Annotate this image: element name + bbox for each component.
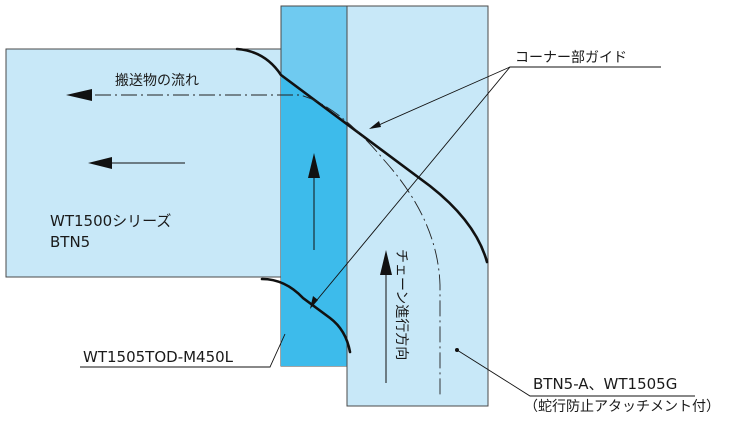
leader-corner-guide-2-tip <box>310 296 318 309</box>
label-chain-direction: チェーン進行方向 <box>393 249 409 360</box>
transfer-arrowhead <box>308 153 320 178</box>
leader-corner-guide-2 <box>311 66 511 307</box>
label-series-line1: WT1500シリーズ <box>50 212 171 230</box>
label-model-btn5a: BTN5-A、WT1505G <box>533 375 677 393</box>
label-model-btn5a-note: （蛇行防止アタッチメント付） <box>524 399 720 415</box>
flow-arrowhead-left <box>66 89 92 101</box>
left-conveyor-arrowhead <box>88 157 112 169</box>
label-flow: 搬送物の流れ <box>115 73 199 89</box>
label-model-tod: WT1505TOD-M450L <box>83 348 234 366</box>
label-series-line2: BTN5 <box>50 233 90 251</box>
corner-guide-bottom <box>260 277 352 354</box>
leader-corner-guide-tip <box>369 121 381 129</box>
flow-path-centerline <box>95 94 441 396</box>
chain-arrowhead <box>380 250 392 275</box>
leader-btn5a-dot <box>455 348 459 352</box>
corner-guide-top <box>235 47 489 264</box>
leader-btn5a <box>456 349 695 397</box>
label-corner-guide: コーナー部ガイド <box>515 50 627 66</box>
leader-tod <box>80 333 286 368</box>
